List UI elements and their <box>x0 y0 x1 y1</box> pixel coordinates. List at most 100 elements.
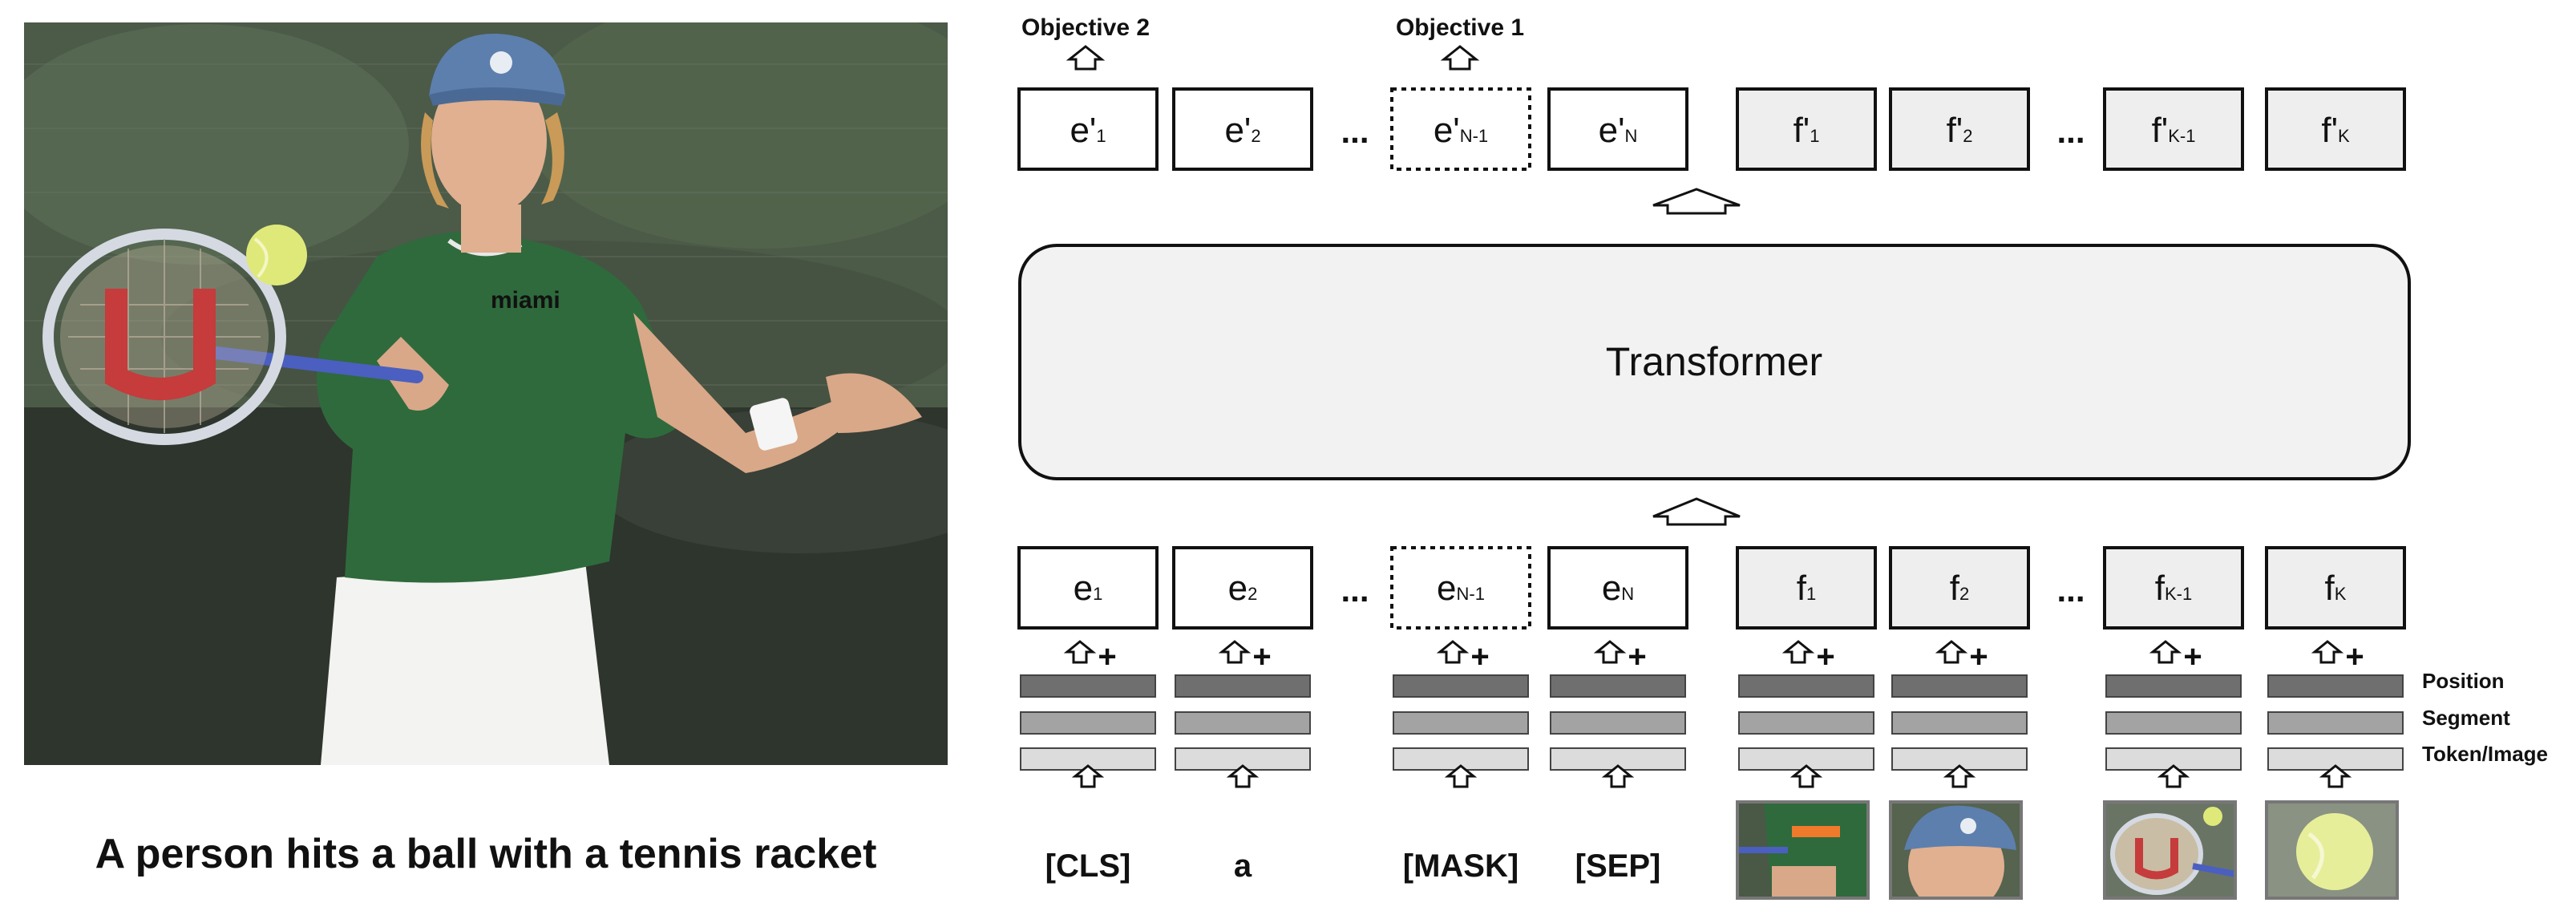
segment-embedding-bar <box>1738 711 1874 735</box>
token-image-row-label: Token/Image <box>2422 742 2548 766</box>
embedding-stacks: + + + + + + + + <box>1020 639 2404 788</box>
svg-text:fK-1: fK-1 <box>2155 569 2192 608</box>
transformer-output-arrow <box>1652 188 1741 215</box>
sum-arrow-icon <box>1935 640 1968 664</box>
token-base: e <box>1437 569 1456 608</box>
text-input-cls: [CLS] <box>1045 848 1131 884</box>
output-token-image: f'1 <box>1736 87 1877 171</box>
token-sub: 2 <box>1248 584 1257 604</box>
sum-arrow-icon <box>1063 640 1097 664</box>
embedding-stack: + <box>1738 639 1874 788</box>
output-token: e'2 <box>1172 87 1313 171</box>
input-token-image: fK <box>2265 546 2406 630</box>
segment-embedding-bar <box>2105 711 2242 735</box>
objective-1-label: Objective 1 <box>1396 14 1524 41</box>
plus-sign: + <box>1252 639 1271 674</box>
tennis-photo: miami <box>24 22 948 765</box>
transformer-input-arrow <box>1652 497 1741 526</box>
input-row: e1 e2 ... eN-1 eN f1 f2 ... fK-1 <box>1017 546 2406 630</box>
token-sub: 1 <box>1096 126 1106 146</box>
position-embedding-bar <box>1175 674 1311 698</box>
input-arrow-icon <box>1601 764 1635 788</box>
svg-text:e'1: e'1 <box>1070 111 1106 150</box>
token-base: e <box>1228 569 1248 608</box>
token-sub: N-1 <box>1460 126 1488 146</box>
objective-2: Objective 2 <box>1021 14 1150 71</box>
plus-sign: + <box>1816 639 1834 674</box>
svg-text:eN-1: eN-1 <box>1437 569 1485 608</box>
token-base: e' <box>1434 111 1460 150</box>
output-row: e'1 e'2 ... e'N-1 e'N f'1 f'2 ... f'K-1 <box>1017 87 2406 171</box>
output-token-image: f'K-1 <box>2103 87 2244 171</box>
position-embedding-bar <box>1891 674 2028 698</box>
svg-text:f'K: f'K <box>2321 111 2350 150</box>
svg-text:f2: f2 <box>1950 569 1969 608</box>
plus-sign: + <box>1098 639 1116 674</box>
segment-embedding-bar <box>1891 711 2028 735</box>
token-sub: N <box>1621 584 1634 604</box>
image-region-ball <box>2267 802 2397 898</box>
token-sub: N-1 <box>1457 584 1485 604</box>
sum-arrow-icon <box>2149 640 2182 664</box>
svg-text:f'1: f'1 <box>1793 111 1820 150</box>
token-sub: K-1 <box>2165 584 2192 604</box>
embedding-stack: + <box>2267 639 2404 788</box>
svg-text:e2: e2 <box>1228 569 1258 608</box>
ellipsis: ... <box>1341 571 1369 609</box>
sum-arrow-icon <box>1436 640 1470 664</box>
token-sub: K <box>2338 126 2350 146</box>
ellipsis: ... <box>2056 112 2085 150</box>
token-base: e' <box>1599 111 1625 150</box>
input-arrow-icon <box>1943 764 1976 788</box>
text-input-word: a <box>1234 848 1252 884</box>
embedding-stack: + <box>1020 639 1156 788</box>
transformer-block: Transformer <box>1018 244 2411 480</box>
token-sub: 1 <box>1093 584 1102 604</box>
objective-2-label: Objective 2 <box>1021 14 1150 41</box>
image-region-racket <box>2105 802 2235 898</box>
input-arrow-icon <box>1789 764 1823 788</box>
input-token: e2 <box>1172 546 1313 630</box>
input-arrow-icon <box>1444 764 1478 788</box>
token-base: f <box>2325 569 2335 608</box>
ellipsis: ... <box>2056 571 2085 609</box>
token-base: f' <box>2321 111 2338 150</box>
token-base: e <box>1602 569 1621 608</box>
plus-sign: + <box>2183 639 2202 674</box>
photo-caption: A person hits a ball with a tennis racke… <box>95 831 877 877</box>
output-token-image: f'K <box>2265 87 2406 171</box>
ellipsis: ... <box>1341 112 1369 150</box>
position-embedding-bar <box>1020 674 1156 698</box>
embedding-stack: + <box>2105 639 2242 788</box>
output-token-masked: e'N-1 <box>1390 87 1531 171</box>
token-sub: 2 <box>1959 584 1969 604</box>
token-sub: 2 <box>1963 126 1972 146</box>
objective-1: Objective 1 <box>1396 14 1524 71</box>
sum-arrow-icon <box>1593 640 1627 664</box>
input-arrow-icon <box>2319 764 2352 788</box>
token-base: f' <box>2152 111 2169 150</box>
position-embedding-bar <box>1393 674 1529 698</box>
position-embedding-bar <box>2267 674 2404 698</box>
segment-embedding-bar <box>1020 711 1156 735</box>
segment-embedding-bar <box>1550 711 1686 735</box>
token-sub: 1 <box>1810 126 1819 146</box>
svg-text:f'K-1: f'K-1 <box>2152 111 2196 150</box>
token-base: f <box>2155 569 2166 608</box>
plus-sign: + <box>1470 639 1489 674</box>
embedding-stack: + <box>1175 639 1311 788</box>
plus-sign: + <box>1628 639 1646 674</box>
token-base: f' <box>1947 111 1963 150</box>
token-sub: 2 <box>1251 126 1260 146</box>
token-base: e' <box>1070 111 1096 150</box>
token-base: f' <box>1793 111 1810 150</box>
plus-sign: + <box>1969 639 1988 674</box>
token-base: f <box>1950 569 1960 608</box>
position-embedding-bar <box>1738 674 1874 698</box>
position-embedding-bar <box>1550 674 1686 698</box>
svg-text:fK: fK <box>2325 569 2347 608</box>
plus-sign: + <box>2345 639 2364 674</box>
output-token: e'1 <box>1017 87 1159 171</box>
sum-arrow-icon <box>1781 640 1815 664</box>
objective-2-arrow <box>1066 45 1106 71</box>
